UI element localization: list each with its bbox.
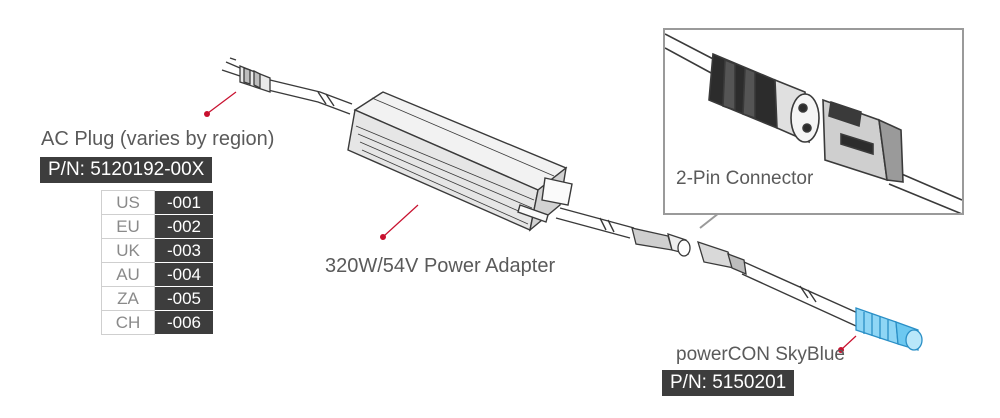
dc-cable: [555, 207, 635, 239]
inset-plug-icon: [708, 52, 820, 144]
region-code: -002: [154, 214, 213, 239]
connector-inset-illustration: [665, 33, 962, 213]
ac-plug-label: AC Plug (varies by region): [41, 128, 275, 150]
region-name: ZA: [101, 286, 155, 311]
powercon-part-number: P/N: 5150201: [662, 370, 795, 396]
powercon-skyblue-icon: [855, 307, 923, 351]
ac-plug-part-number: P/N: 5120192-00X: [40, 157, 213, 183]
powercon-marker: [838, 347, 844, 353]
power-adapter-icon: [347, 91, 573, 232]
region-name: AU: [101, 262, 155, 287]
inset-socket-icon: [822, 98, 904, 183]
region-code: -001: [154, 190, 213, 215]
region-row: ZA-005: [101, 286, 213, 311]
adapter-marker: [380, 234, 386, 240]
output-cable: [741, 261, 861, 327]
adapter-leader: [383, 204, 419, 237]
region-code: -006: [154, 310, 213, 335]
connector-inset: [663, 28, 964, 215]
adapter-label: 320W/54V Power Adapter: [325, 255, 556, 277]
ac-plug-marker: [204, 111, 210, 117]
ac-plug-leader: [207, 91, 237, 114]
region-code: -003: [154, 238, 213, 263]
powercon-leader: [841, 335, 857, 350]
inset-cables: [665, 33, 962, 213]
region-code: -005: [154, 286, 213, 311]
ac-plug-icon: [221, 57, 271, 93]
region-name: CH: [101, 310, 155, 335]
region-name: US: [101, 190, 155, 215]
region-row: EU-002: [101, 214, 213, 239]
region-code: -004: [154, 262, 213, 287]
region-row: US-001: [101, 190, 213, 215]
two-pin-connector-icon: [631, 227, 747, 276]
ac-cable: [267, 79, 353, 115]
region-row: AU-004: [101, 262, 213, 287]
powercon-label: powerCON SkyBlue: [676, 344, 845, 365]
connector-label: 2-Pin Connector: [676, 168, 814, 189]
region-name: EU: [101, 214, 155, 239]
region-name: UK: [101, 238, 155, 263]
region-row: CH-006: [101, 310, 213, 335]
region-row: UK-003: [101, 238, 213, 263]
